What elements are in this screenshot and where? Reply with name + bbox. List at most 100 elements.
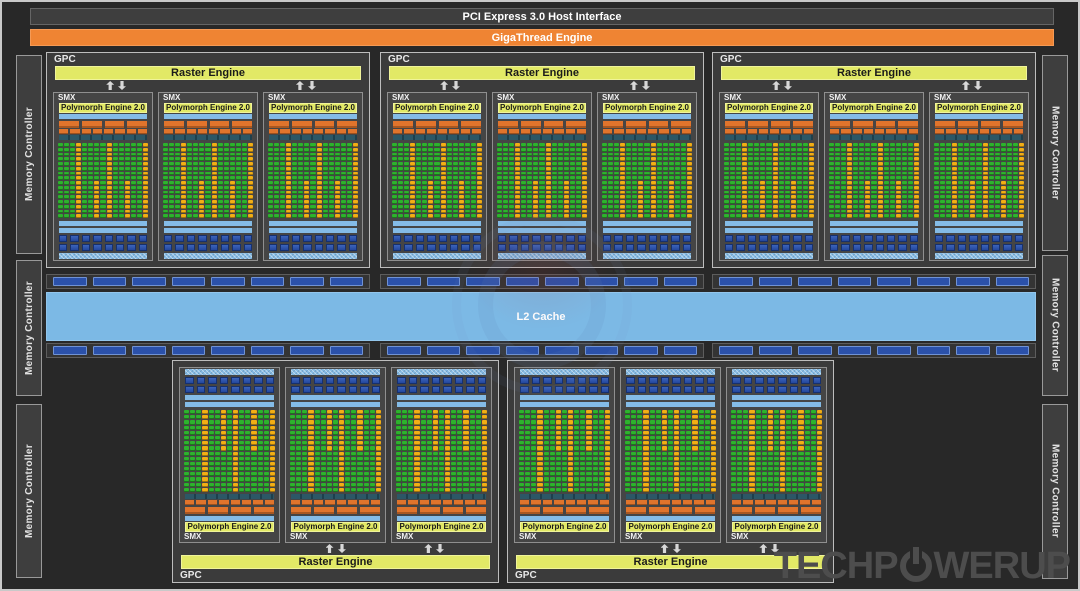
cuda-core-cell (580, 415, 586, 420)
cuda-core-cell (328, 214, 334, 218)
cuda-core-cell (737, 482, 743, 487)
cuda-core-cell (737, 461, 743, 467)
cuda-core-cell (549, 446, 555, 451)
cuda-core-cell (988, 152, 994, 157)
cuda-core-cell (829, 152, 835, 157)
sfu-core-cell (742, 143, 748, 147)
cuda-core-cell (784, 147, 790, 152)
cuda-core-cell (674, 185, 680, 190)
cuda-core-cell (220, 451, 226, 456)
cuda-core-cell (296, 420, 302, 425)
sfu-core-cell (410, 152, 416, 157)
sfu-core-cell (269, 477, 275, 482)
sfu-core-cell (211, 214, 217, 218)
cuda-core-cell (314, 425, 320, 430)
cuda-core-cell (130, 152, 136, 157)
ldst-unit-block (736, 235, 745, 242)
cuda-core-cell (602, 209, 608, 214)
ldst-unit-block (371, 377, 380, 384)
cuda-core-cell (88, 181, 94, 185)
sfu-core-cell (798, 415, 804, 420)
cuda-core-cell (363, 441, 369, 446)
cuda-core-cell (296, 482, 302, 487)
ldst-unit-block (747, 235, 757, 242)
cuda-core-cell (163, 166, 169, 171)
arrow-up-icon (424, 544, 433, 553)
cuda-core-cell (130, 214, 136, 218)
cuda-core-cell (632, 204, 638, 209)
cuda-core-cell (704, 456, 710, 461)
cuda-core-cell (901, 162, 907, 166)
cuda-core-cell (446, 195, 452, 199)
cuda-core-cell (680, 152, 686, 157)
sfu-core-cell (1000, 200, 1006, 204)
cuda-core-cell (743, 487, 749, 492)
cuda-core-cell (549, 451, 555, 456)
ldst-unit-block (589, 377, 598, 384)
cuda-core-cell (988, 147, 994, 152)
cuda-core-cell (190, 441, 196, 446)
cuda-core-cell (704, 415, 710, 420)
sfu-core-cell (620, 181, 626, 185)
sfu-core-cell (533, 181, 539, 185)
cuda-core-cell (704, 477, 710, 482)
dispatch-unit-block (758, 129, 768, 134)
cuda-core-cell (169, 195, 175, 199)
cuda-core-cell (592, 467, 598, 472)
sfu-core-cell (604, 425, 610, 430)
cuda-core-cell (214, 461, 220, 467)
rop-block (132, 346, 166, 355)
cuda-core-cell (674, 204, 680, 209)
ldst-unit-block (637, 244, 646, 251)
sfu-core-cell (772, 147, 778, 152)
cuda-core-cell (724, 195, 730, 199)
cuda-core-cell (680, 204, 686, 209)
cuda-core-cell (698, 477, 704, 482)
ldst-unit-block (886, 244, 896, 251)
cuda-core-cell (187, 185, 193, 190)
cuda-core-cell (829, 200, 835, 204)
cuda-core-cell (580, 451, 586, 456)
cuda-core-cell (580, 430, 586, 435)
cuda-core-cell (958, 171, 964, 176)
cuda-core-cell (625, 487, 631, 492)
cuda-core-cell (235, 190, 241, 195)
cuda-core-cell (586, 472, 592, 477)
cuda-core-cell (310, 152, 316, 157)
cuda-core-cell (369, 451, 375, 456)
sfu-core-cell (352, 162, 358, 166)
cuda-core-cell (754, 162, 760, 166)
sfu-core-cell (352, 190, 358, 195)
ldst-unit-block (1014, 244, 1023, 251)
cuda-core-cell (958, 176, 964, 180)
cuda-core-cell (214, 425, 220, 430)
cuda-core-cell (940, 181, 946, 185)
cuda-core-cell (351, 425, 357, 430)
cuda-core-cell (245, 487, 251, 492)
watermark-text-right: WERUP (933, 545, 1071, 587)
cuda-core-cell (531, 477, 537, 482)
cuda-core-cell (934, 143, 940, 147)
cuda-core-cell (310, 181, 316, 185)
cuda-core-cell (704, 420, 710, 425)
cuda-core-cell (226, 456, 233, 461)
cuda-core-cell (680, 176, 686, 180)
cuda-core-cell (292, 214, 298, 218)
cuda-core-cell (64, 171, 70, 176)
smx-label: SMX (625, 532, 643, 541)
sfu-core-cell (568, 441, 574, 446)
cuda-core-cell (907, 147, 913, 152)
cuda-core-cell (223, 209, 229, 214)
sfu-core-cell (1018, 195, 1024, 199)
ldst-unit-block (115, 235, 125, 242)
memory-controller-right-3: Memory Controller (1042, 404, 1068, 579)
cuda-core-cell (549, 482, 555, 487)
cuda-core-cell (901, 143, 907, 147)
cuda-core-cell (767, 472, 773, 477)
register-file-bar (520, 494, 609, 499)
cuda-core-cell (543, 482, 549, 487)
cuda-core-cell (369, 425, 375, 430)
cuda-core-cell (580, 461, 586, 467)
cuda-core-cell (509, 143, 515, 147)
cuda-core-cell (608, 157, 614, 161)
